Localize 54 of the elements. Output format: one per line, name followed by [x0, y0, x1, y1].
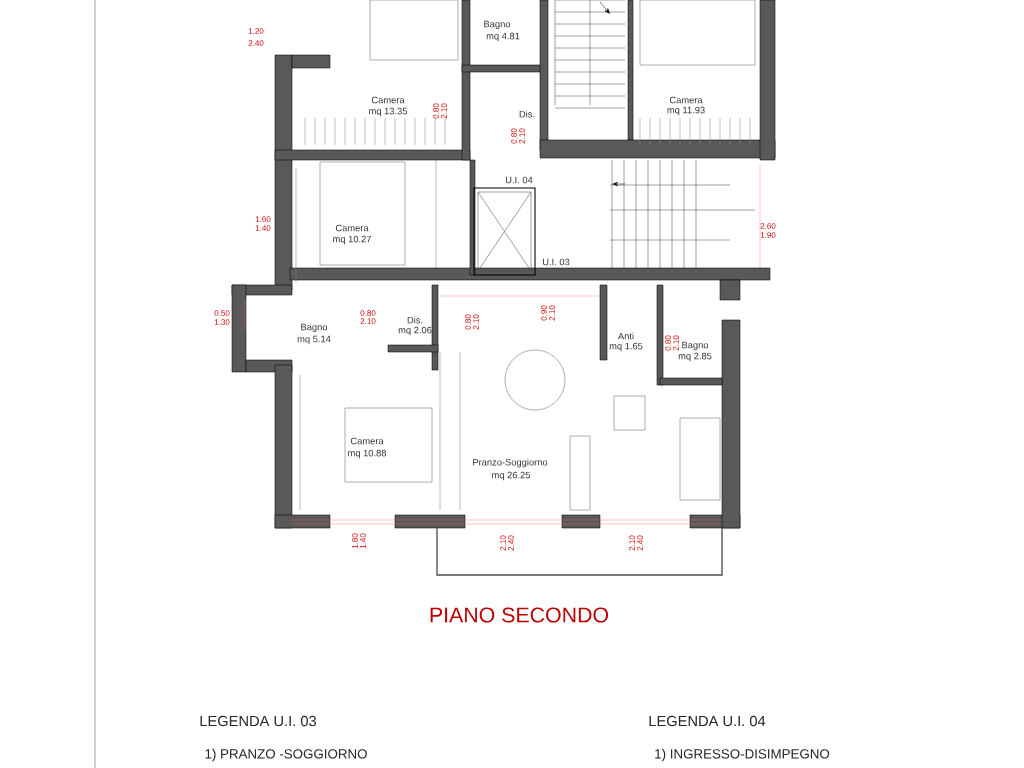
dimension-text: 0.80 [465, 314, 471, 330]
legend-heading: LEGENDA U.I. 03 [200, 715, 317, 727]
dimension-text: 2.10 [673, 335, 679, 351]
dimension-text: 2.40 [248, 40, 264, 46]
dimension-text: 1.30 [214, 319, 230, 325]
dimension-text: 0.80 [511, 128, 517, 144]
dimension-text: 2.10 [441, 103, 447, 119]
dimension-text: 2.10 [360, 318, 376, 324]
dimension-text: 0.80 [360, 310, 376, 316]
dimension-text: 1.40 [360, 533, 366, 549]
dimension-text: 1.40 [255, 225, 271, 231]
room-label: Bagno [301, 323, 328, 333]
dimension-text: 2.10 [473, 314, 479, 330]
room-label: Camera [371, 96, 405, 104]
room-label: mq 26.25 [492, 471, 531, 481]
dimension-text: 2.10 [549, 305, 555, 321]
dimension-text: 1.20 [248, 28, 264, 34]
room-label: Anti [618, 332, 634, 340]
dimension-text: 2.10 [519, 128, 525, 144]
room-label: Bagno [484, 20, 511, 30]
dimension-text: 2.40 [637, 535, 643, 551]
room-label: mq 11.93 [667, 106, 705, 116]
room-label: mq 10.27 [333, 235, 371, 245]
plan-title: PIANO SECONDO [430, 607, 609, 623]
dimension-text: 2.10 [500, 535, 506, 551]
room-label: Pranzo-Soggiorno [473, 458, 548, 468]
room-label: Camera [350, 437, 384, 445]
legend-item: 1) PRANZO -SOGGIORNO [205, 748, 367, 762]
room-label: U.I. 04 [505, 176, 533, 184]
room-label: Dis. [407, 316, 423, 324]
dimension-text: 1.60 [255, 216, 271, 222]
room-label: Camera [669, 96, 703, 104]
dimension-text: 2.40 [508, 535, 514, 551]
room-label: Dis. [519, 110, 535, 118]
room-label: mq 2.85 [678, 352, 712, 362]
dimension-text: 2.10 [629, 535, 635, 551]
room-label: mq 13.35 [369, 107, 408, 117]
room-label: mq 4.81 [486, 32, 520, 42]
dimension-text: 0.90 [541, 305, 547, 321]
dimension-text: 0.80 [665, 335, 671, 351]
room-label: mq 10.88 [348, 449, 387, 459]
dimension-text: 2.60 [760, 223, 776, 229]
room-label: mq 1.65 [609, 342, 643, 352]
dimension-text: 1.80 [352, 533, 358, 549]
legend-heading: LEGENDA U.I. 04 [649, 715, 766, 727]
room-label: U.I. 03 [542, 258, 570, 266]
dimension-text: 0.80 [433, 103, 439, 119]
room-label: mq 2.06 [398, 326, 432, 336]
room-label: mq 5.14 [297, 335, 331, 345]
room-label: Camera [335, 224, 369, 232]
legend-item: 1) INGRESSO-DISIMPEGNO [655, 748, 830, 762]
room-label: Bagno [682, 341, 709, 351]
dimension-text: 0.50 [214, 310, 230, 316]
dimension-text: 1.90 [760, 232, 776, 238]
